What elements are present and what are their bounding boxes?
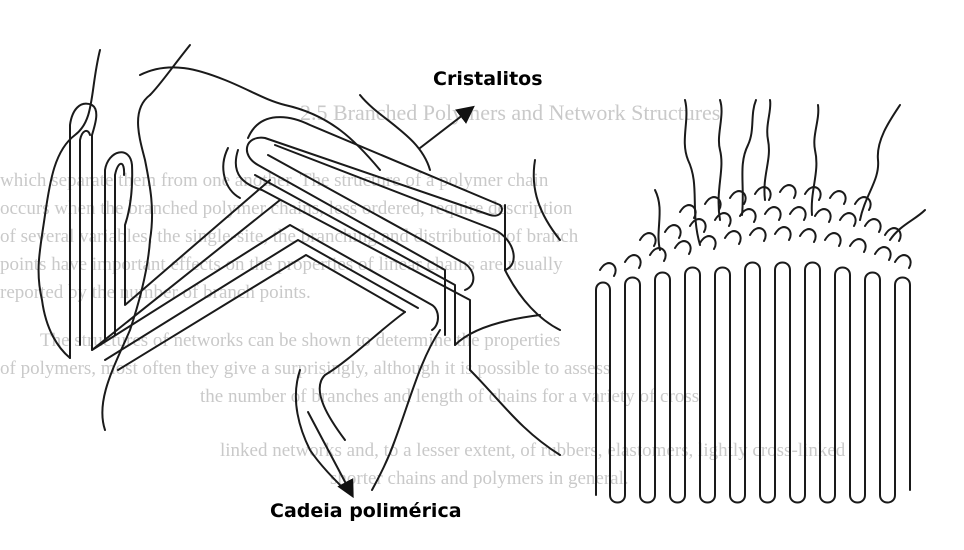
arrow-to-polymer-chain bbox=[308, 412, 352, 495]
polymer-chain-main bbox=[102, 95, 152, 430]
polymer-chain-end bbox=[470, 370, 560, 455]
polymer-chain-loop bbox=[70, 104, 280, 358]
polymer-chain-loop bbox=[115, 164, 124, 335]
polymer-chain-loop bbox=[80, 131, 90, 345]
polymer-chain-end bbox=[455, 315, 540, 345]
polymer-chain-end bbox=[534, 160, 560, 240]
crystallite-band bbox=[105, 240, 418, 360]
lamella-folds bbox=[596, 263, 910, 503]
crystallites-label: Cristalitos bbox=[433, 68, 543, 90]
crystallite-fold bbox=[255, 175, 455, 345]
polymer-chain-loose bbox=[140, 67, 380, 170]
lamella-cilia bbox=[655, 100, 925, 250]
polymer-chain-loop bbox=[105, 152, 270, 340]
arrow-to-crystallites bbox=[420, 108, 472, 148]
polymer-chain-label: Cadeia polimérica bbox=[270, 500, 462, 522]
polymer-chain-end bbox=[372, 330, 440, 490]
polymer-chain-end bbox=[505, 270, 560, 330]
polymer-chain-end bbox=[320, 312, 405, 440]
crystallite-band bbox=[118, 255, 405, 370]
